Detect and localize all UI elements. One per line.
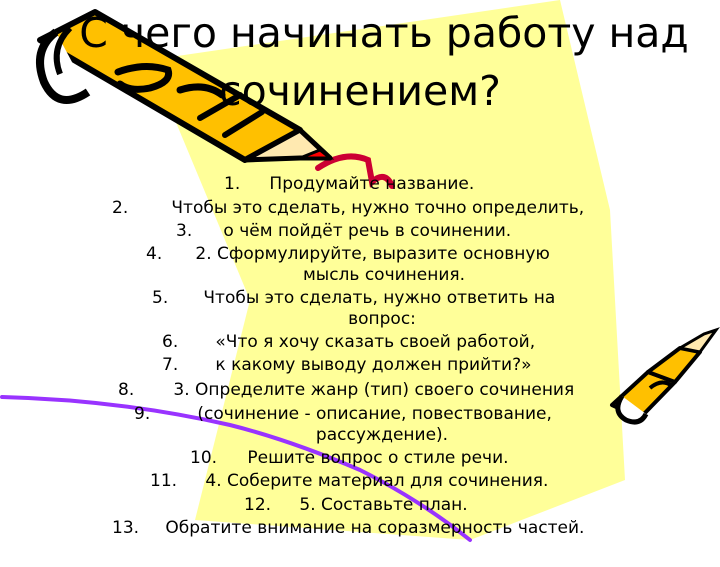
pencil-icon-large — [36, 9, 335, 163]
list-item: 12. 5. Составьте план. — [244, 495, 468, 515]
item-text: рассуждение). — [315, 425, 449, 445]
list-item: 3. о чём пойдёт речь в сочинении. — [176, 221, 511, 241]
list-item: 2. Чтобы это сделать, нужно точно опреде… — [112, 198, 584, 218]
item-number: 2. — [112, 198, 129, 218]
item-text: Обратите внимание на соразмерность часте… — [165, 518, 585, 538]
list-item: 6. «Что я хочу сказать своей работой, — [162, 332, 535, 352]
item-text: Чтобы это сделать, нужно ответить на — [203, 288, 556, 308]
purple-scribble-line — [0, 395, 472, 542]
list-item: 7. к какому выводу должен прийти?» — [162, 355, 532, 375]
list-item: 1. Продумайте название. — [224, 174, 474, 194]
item-text: 2. Сформулируйте, выразите основную — [195, 244, 550, 264]
list-item: 8. 3. Определите жанр (тип) своего сочин… — [118, 380, 574, 400]
slide-title-line-2: сочинением? — [219, 67, 501, 115]
item-text: 5. Составьте план. — [299, 495, 468, 515]
item-text: 3. Определите жанр (тип) своего сочинени… — [173, 380, 575, 400]
list-item: 13. Обратите внимание на соразмерность ч… — [112, 518, 584, 538]
item-text: о чём пойдёт речь в сочинении. — [223, 221, 512, 241]
pencil-icon-small — [610, 327, 720, 425]
list-item: 11. 4. Соберите материал для сочинения. — [150, 471, 548, 491]
item-number: 5. — [152, 288, 169, 308]
item-text: «Что я хочу сказать своей работой, — [215, 332, 536, 352]
item-number: 4. — [146, 244, 163, 264]
list-item: 10. Решите вопрос о стиле речи. — [190, 448, 509, 468]
item-text: Продумайте название. — [269, 174, 475, 194]
item-number: 10. — [190, 448, 218, 468]
list-item: 5. Чтобы это сделать, нужно ответить на — [152, 288, 555, 308]
item-number: 7. — [162, 355, 179, 375]
item-text: Чтобы это сделать, нужно точно определит… — [171, 198, 585, 218]
slide-title-line-1: С чего начинать работу над — [79, 9, 689, 57]
list-item: рассуждение). — [0, 425, 720, 445]
item-number: 9. — [134, 404, 151, 424]
list-item: 9. (сочинение - описание, повествование, — [134, 404, 552, 424]
item-number: 3. — [176, 221, 193, 241]
list-item: мысль сочинения. — [0, 265, 720, 285]
red-underline-swoosh — [315, 153, 395, 189]
item-number: 8. — [118, 380, 135, 400]
item-text: мысль сочинения. — [302, 265, 466, 285]
item-number: 11. — [150, 471, 178, 491]
item-number: 13. — [112, 518, 140, 538]
list-item: 4. 2. Сформулируйте, выразите основную — [146, 244, 550, 264]
item-text: к какому выводу должен прийти?» — [215, 355, 532, 375]
item-text: Решите вопрос о стиле речи. — [247, 448, 509, 468]
item-text: (сочинение - описание, повествование, — [197, 404, 552, 424]
list-item: вопрос: — [0, 309, 720, 329]
item-text: вопрос: — [348, 309, 416, 329]
item-number: 1. — [224, 174, 241, 194]
item-number: 12. — [244, 495, 272, 515]
item-text: 4. Соберите материал для сочинения. — [205, 471, 549, 491]
item-number: 6. — [162, 332, 179, 352]
